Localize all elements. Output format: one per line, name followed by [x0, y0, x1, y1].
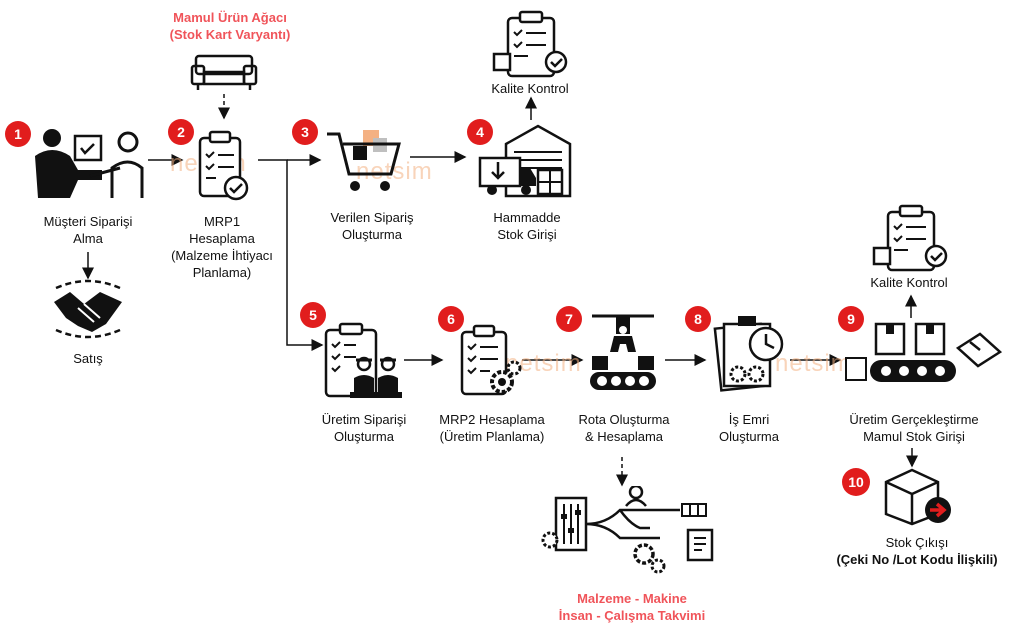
- step-badge: 4: [467, 119, 493, 145]
- production-order-icon: [324, 322, 402, 398]
- clipboard-check-icon: [198, 130, 249, 201]
- resources-label: Malzeme - Makine İnsan - Çalışma Takvimi: [558, 591, 706, 623]
- branch-2-to-3-and-5: [258, 159, 324, 351]
- bom-title: Mamul Ürün Ağacı (Stok Kart Varyantı): [169, 10, 291, 42]
- robot-arm-conveyor-icon: [590, 314, 656, 390]
- watermark-logo: netsim: [775, 350, 852, 377]
- sales-label: Satış: [73, 351, 103, 366]
- step-badge: 8: [685, 306, 711, 332]
- step-badge: 1: [5, 121, 31, 147]
- step-badge: 2: [168, 119, 194, 145]
- step-badge: 9: [838, 306, 864, 332]
- step-7-label: Rota Oluşturma& Hesaplama: [578, 412, 670, 444]
- warehouse-truck-icon: [478, 124, 572, 198]
- quality-clipboard-icon: [492, 10, 568, 78]
- stock-out-box-icon: [884, 468, 951, 526]
- step-badge: 3: [292, 119, 318, 145]
- resources-network-icon: [541, 486, 714, 574]
- quality-clipboard-icon: [872, 204, 948, 272]
- production-conveyor-icon: [845, 322, 1003, 382]
- customer-order-icon: [35, 129, 144, 198]
- planning-clipboard-gear-icon: [460, 324, 522, 396]
- work-order-documents-icon: [713, 316, 784, 392]
- step-6-label: MRP2 Hesaplama(Üretim Planlama): [439, 412, 545, 444]
- shopping-cart-icon: [327, 130, 401, 191]
- step-10-label: Stok Çıkışı (Çeki No /Lot Kodu İlişkili): [836, 535, 998, 567]
- handshake-icon: [54, 279, 122, 339]
- step-badge: 10: [842, 468, 870, 496]
- step-badge: 5: [300, 302, 326, 328]
- quality-control-right-label: Kalite Kontrol: [870, 275, 948, 290]
- sofa-icon: [190, 54, 258, 90]
- step-badge: 6: [438, 306, 464, 332]
- quality-control-top-label: Kalite Kontrol: [491, 81, 569, 96]
- step-badge: 7: [556, 306, 582, 332]
